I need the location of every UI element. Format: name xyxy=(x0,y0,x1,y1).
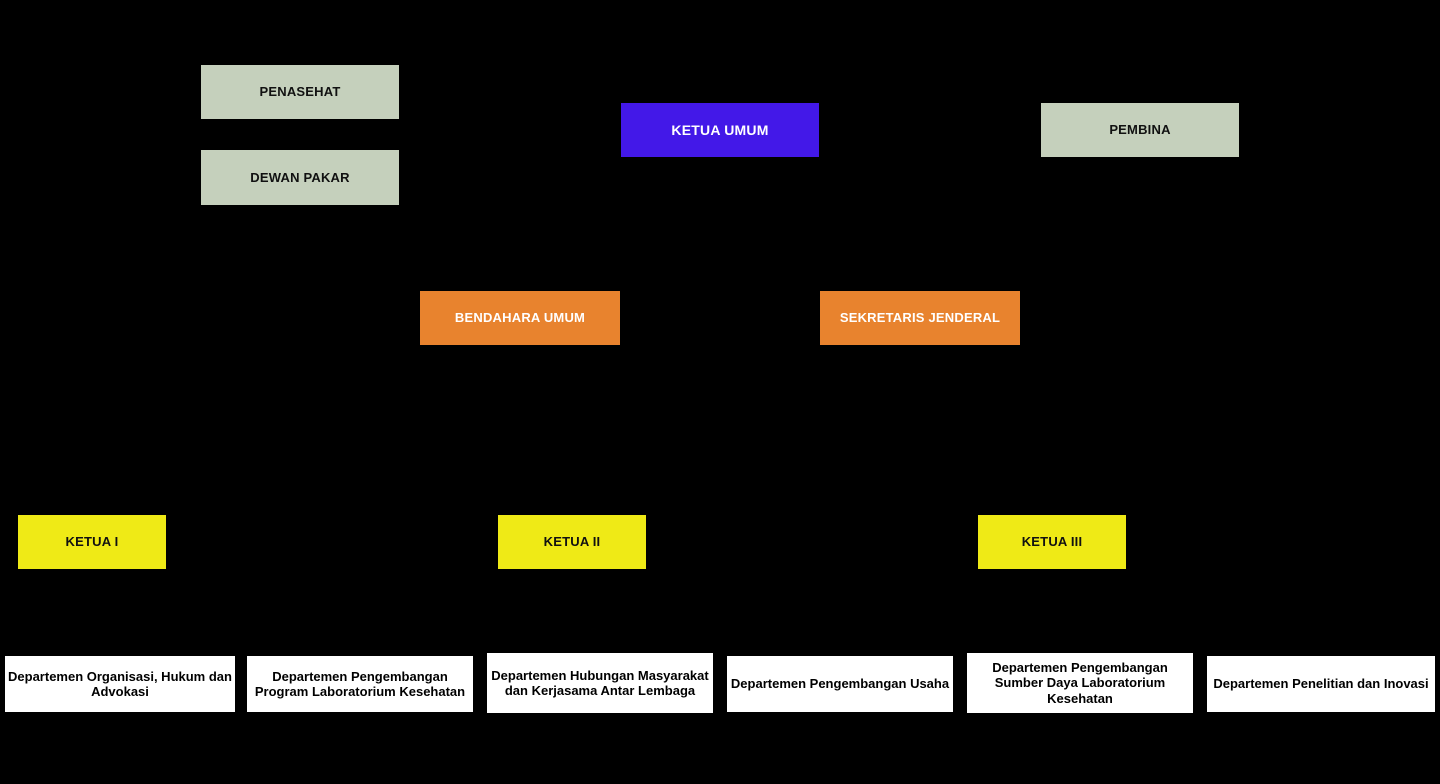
org-node-dept-hubungan-masyarakat-kerjasama[interactable]: Departemen Hubungan Masyarakat dan Kerja… xyxy=(487,653,713,713)
org-node-label: KETUA II xyxy=(543,534,601,550)
org-node-label: KETUA I xyxy=(65,534,119,550)
org-node-label: PEMBINA xyxy=(1109,122,1171,138)
org-node-sekretaris-jenderal[interactable]: SEKRETARIS JENDERAL xyxy=(820,291,1020,345)
org-node-label: BENDAHARA UMUM xyxy=(454,310,586,326)
org-node-label: DEWAN PAKAR xyxy=(250,169,350,185)
org-node-bendahara-umum[interactable]: BENDAHARA UMUM xyxy=(420,291,620,345)
org-node-ketua-umum[interactable]: KETUA UMUM xyxy=(621,103,819,157)
org-node-dept-pengembangan-sumber-daya-laboratorium-kesehatan[interactable]: Departemen Pengembangan Sumber Daya Labo… xyxy=(967,653,1193,713)
org-node-label: Departemen Pengembangan Sumber Daya Labo… xyxy=(992,660,1168,706)
org-node-dept-organisasi-hukum-advokasi[interactable]: Departemen Organisasi, Hukum dan Advokas… xyxy=(5,656,235,712)
org-node-dept-penelitian-inovasi[interactable]: Departemen Penelitian dan Inovasi xyxy=(1207,656,1435,712)
org-node-label: Departemen Pengembangan Program Laborato… xyxy=(254,668,466,699)
org-node-label: Departemen Pengembangan Usaha xyxy=(730,676,950,692)
org-node-dewan-pakar[interactable]: DEWAN PAKAR xyxy=(201,150,399,205)
org-node-label: KETUA UMUM xyxy=(671,121,769,138)
org-node-label: KETUA III xyxy=(1021,534,1083,550)
org-node-penasehat[interactable]: PENASEHAT xyxy=(201,65,399,119)
org-node-ketua-3[interactable]: KETUA III xyxy=(978,515,1126,569)
org-node-ketua-1[interactable]: KETUA I xyxy=(18,515,166,569)
org-node-label: SEKRETARIS JENDERAL xyxy=(839,310,1001,326)
org-node-label: Departemen Organisasi, Hukum dan Advokas… xyxy=(8,668,232,699)
org-node-pembina[interactable]: PEMBINA xyxy=(1041,103,1239,157)
org-node-label: PENASEHAT xyxy=(259,84,341,100)
org-node-dept-pengembangan-usaha[interactable]: Departemen Pengembangan Usaha xyxy=(727,656,953,712)
org-node-dept-pengembangan-program-laboratorium-kesehatan[interactable]: Departemen Pengembangan Program Laborato… xyxy=(247,656,473,712)
org-node-label: Departemen Penelitian dan Inovasi xyxy=(1213,676,1429,692)
org-node-ketua-2[interactable]: KETUA II xyxy=(498,515,646,569)
org-node-label: Departemen Hubungan Masyarakat dan Kerja… xyxy=(491,667,709,698)
